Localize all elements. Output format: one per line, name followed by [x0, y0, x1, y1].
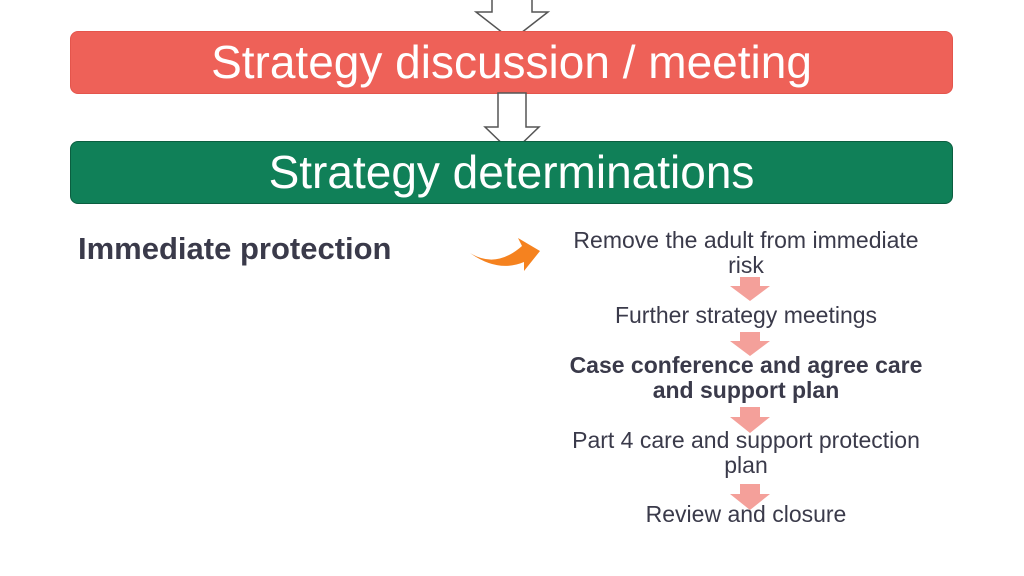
step-remove-adult: Remove the adult from immediate risk	[573, 227, 919, 278]
immediate-protection-label: Immediate protection	[78, 231, 392, 266]
step-down-arrow-icon-3	[730, 407, 770, 433]
strategy-discussion-banner: Strategy discussion / meeting	[70, 31, 953, 94]
step-further-meetings: Further strategy meetings	[614, 302, 878, 328]
curved-right-arrow-icon	[470, 238, 540, 271]
step-down-arrow-icon-4	[730, 484, 770, 510]
step-case-conference: Case conference and agree care and suppo…	[569, 352, 923, 403]
flow-down-arrow-icon-middle	[483, 92, 541, 155]
step-part4-plan: Part 4 care and support protection plan	[572, 427, 920, 478]
strategy-discussion-label: Strategy discussion / meeting	[211, 36, 812, 88]
strategy-determinations-label: Strategy determinations	[268, 146, 755, 198]
step-down-arrow-icon-2	[730, 332, 770, 356]
step-review-closure: Review and closure	[645, 501, 847, 527]
flow-down-arrow-icon-top	[473, 0, 551, 41]
step-down-arrow-icon-1	[730, 277, 770, 301]
strategy-determinations-banner: Strategy determinations	[70, 141, 953, 204]
